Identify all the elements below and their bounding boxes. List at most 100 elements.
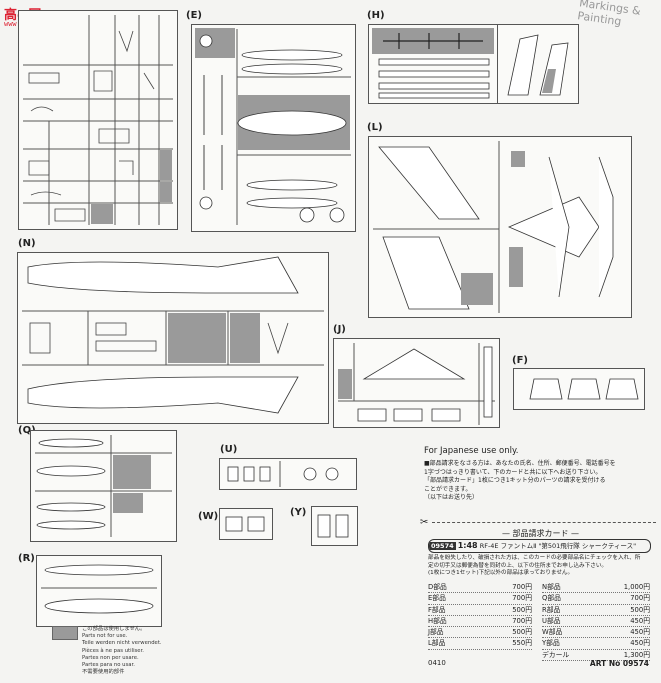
card-note-line: 定の切手又は郵便為替を同封の上、以下の住所までお申し込み下さい。 [428,562,608,569]
part-row[interactable]: H部品 700円 [428,616,532,628]
part-price: 450円 [630,628,650,637]
part-name: デカール [542,650,570,659]
order-instructions: ■部品請求をなさる方は、あなたの氏名、住所、郵便番号、電話番号を 1字づつはっき… [424,460,654,503]
sprue-q [30,430,177,542]
sprue-l-frame [373,141,614,313]
sprue-e-frame [195,28,351,225]
date-code: 0410 [428,659,446,667]
sprue-h-label: (H) [367,10,385,21]
card-note-line: 部品を紛失したり、破損された方は、このカードの必要部品名にチェックを入れ、所 [428,555,641,561]
part-name: N部品 [542,583,561,591]
order-para1-line: ■部品請求をなさる方は、あなたの氏名、住所、郵便番号、電話番号を [424,460,616,467]
part-row[interactable]: Y部品 450円 [542,638,650,650]
part-price: 450円 [630,616,650,625]
sprue-h-frame [372,28,494,99]
part-price: 700円 [512,583,532,591]
sprue-f [513,368,645,410]
scissors-icon: ✂ [420,517,429,528]
sprue-w-label: (W) [198,511,219,522]
part-row[interactable]: E部品 700円 [428,593,532,605]
part-name: Y部品 [542,639,560,648]
card-title: — 部品請求カード — [501,529,580,538]
legend-line: この部品は使用しません。 [82,626,146,632]
sprue-w-frame [225,516,265,532]
order-para3: （以下はお送り先） [424,494,479,501]
sprue-j-label: (J) [333,324,346,335]
order-para2-line: 「部品請求カード」1枚につき1キット分のパーツの請求を受付ける [424,477,606,484]
parts-right-list: N部品 1,000円 Q部品 700円 R部品 500円 U部品 450円 W部品 450… [542,582,650,662]
part-row[interactable]: N部品 1,000円 [542,582,650,594]
not-for-use-swatch [52,626,78,640]
sprue-u [219,458,357,490]
side-title: Markings & Painting [576,0,642,29]
product-box: 09574 1:48 RF-4E ファントムⅡ "第501飛行隊 シャークティー… [428,539,651,553]
part-price: 450円 [630,639,650,648]
part-row[interactable]: U部品 450円 [542,616,650,628]
part-name: J部品 [428,628,444,637]
sprue-l [368,136,632,318]
part-name: Q部品 [542,594,561,603]
sprue-r-frame [41,564,157,614]
sprue-h-side [497,24,579,104]
part-name: L部品 [428,639,446,648]
legend-line: Pièces à ne pas utiliser. [82,647,144,654]
legend-line: Partes non per usare. [82,654,139,661]
card-note: 部品を紛失したり、破損された方は、このカードの必要部品名にチェックを入れ、所 定… [428,555,653,578]
part-row[interactable]: L部品 550円 [428,638,532,650]
part-price: 700円 [512,616,532,625]
part-price: 550円 [512,639,532,648]
sprue-e [191,24,356,232]
part-name: W部品 [542,628,563,637]
part-name: R部品 [542,605,561,614]
sprue-u-frame [227,461,339,487]
sprue-y-frame [317,514,349,538]
part-price: 700円 [630,594,650,603]
part-name: H部品 [428,616,447,625]
part-price: 500円 [512,605,532,614]
part-name: U部品 [542,616,561,625]
card-note-line: (1枚につき1セット)下記以外の部品は承っておりません。 [428,570,574,576]
sprue-h-side-frame [507,34,569,96]
sprue-f-label: (F) [512,355,528,366]
sprue-w [219,508,273,540]
sprue-d-frame [23,15,173,225]
sprue-q-label: (Q) [18,425,36,436]
sprue-e-label: (E) [186,10,202,21]
card-title-text: 部品請求カード [512,529,569,538]
part-price: 500円 [630,605,650,614]
legend-line: 不需要使用的部件 [82,669,125,676]
sprue-j [333,338,500,428]
legend-text: この部品は使用しません。 Parts not for use. Teile we… [82,626,172,676]
part-row[interactable]: R部品 500円 [542,605,650,616]
part-row[interactable]: Q部品 700円 [542,593,650,605]
sprue-y-label: (Y) [290,507,307,518]
legend-line: Teile werden nicht verwendet. [82,640,162,647]
product-code: 09574 [429,542,456,550]
legend-line: Partes para no usar. [82,662,135,669]
part-price: 1,000円 [623,583,650,591]
legend-line: Parts not for use. [82,633,128,640]
part-price: 700円 [512,594,532,603]
sprue-n-frame [22,256,324,414]
part-row[interactable]: D部品 700円 [428,582,532,594]
art-number: ART No 09574 [589,659,649,668]
part-row[interactable]: W部品 450円 [542,627,650,639]
order-heading: For Japanese use only. [424,446,519,456]
part-name: E部品 [428,594,446,603]
order-para2-line: ことができます。 [424,485,472,493]
sprue-q-frame [35,435,172,537]
product-name: RF-4E ファントムⅡ "第501飛行隊 シャークティース" [479,542,637,550]
sprue-r [36,555,162,627]
part-name: D部品 [428,583,447,591]
cut-line [432,522,656,523]
order-para1-line: 1字づつはっきり書いて、下のカードと共に以下へお送り下さい。 [424,468,602,476]
sprue-u-label: (U) [220,444,238,455]
order-card: — 部品請求カード — 09574 1:48 RF-4E ファントムⅡ "第50… [428,528,653,676]
sprue-h [368,24,498,104]
sprue-y [311,506,358,546]
